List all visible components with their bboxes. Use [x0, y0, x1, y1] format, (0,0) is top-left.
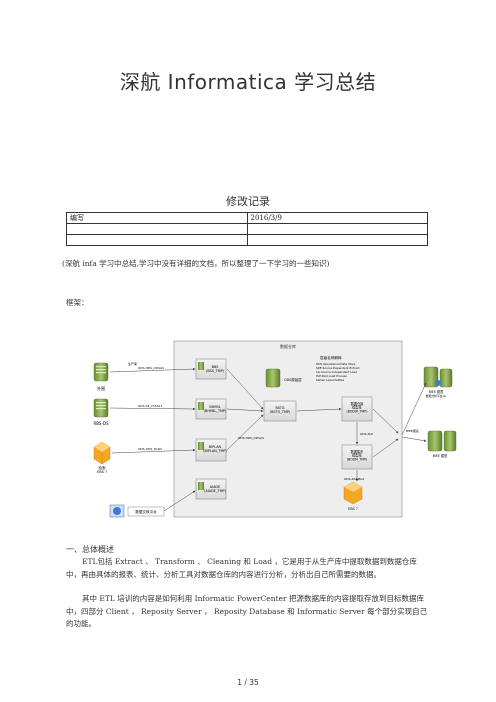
paragraph: 其中 ETL 培训的内容是如何利用 Informatic PowerCenter…	[66, 594, 428, 628]
tmp-box: BIPLAN(BIPLAN_TMP)	[195, 438, 227, 462]
flow-label: ODS-HRS_ODSAS	[138, 366, 164, 370]
dm-box: 数据集市模型库(BODM_TMP)	[341, 444, 373, 470]
tmp-box: AIADE(AIADE_TMP)	[195, 478, 227, 500]
page-number: 1 / 35	[237, 678, 259, 687]
svg-text:BBS(BSS_TMP): BBS(BSS_TMP)	[206, 365, 225, 373]
tmp-box: BBS(BSS_TMP)	[195, 358, 227, 380]
flow-label: ODS-RASMAX	[344, 477, 364, 481]
svg-text:BIEE 报表: BIEE 报表	[429, 389, 444, 394]
svg-text:PLP:Post Load Process: PLP:Post Load Process	[316, 374, 347, 378]
flow-label: 生产库	[128, 361, 137, 366]
flow-label: ODS-PLP	[360, 432, 373, 436]
svg-text:ODS原始层: ODS原始层	[284, 377, 302, 382]
flow-label: BIEE报表	[406, 428, 419, 433]
ebs-cube-icon: EBS ?	[343, 481, 363, 511]
svg-text:层级名称解释: 层级名称解释	[320, 355, 342, 360]
document-note: (深航 infa 学习中总结,学习中没有详细的文档，所以整理了一下学习的一些知识…	[62, 259, 330, 268]
table-cell	[246, 223, 428, 235]
source-label: RBS-DS	[93, 421, 109, 426]
svg-text:BIPLAN(BIPLAN_TMP): BIPLAN(BIPLAN_TMP)	[203, 445, 227, 453]
document-title: 深航 Informatica 学习总结	[119, 70, 377, 94]
revision-record-heading: 修改记录	[226, 195, 270, 208]
svg-text:EBS ?: EBS ?	[348, 507, 358, 511]
revision-table: 编写 2016/3/9	[66, 212, 428, 246]
table-row	[66, 234, 428, 246]
biee-report-server: BIEE 报表 数据分析平台(s)	[423, 366, 453, 398]
data-exchange-portal-icon	[109, 504, 125, 518]
table-cell	[66, 234, 248, 246]
svg-text:AIADE(AIADE_TMP): AIADE(AIADE_TMP)	[204, 485, 226, 493]
svg-text:SDE:Source Dependent Extract: SDE:Source Dependent Extract	[316, 366, 360, 370]
portal-label: 数据交换平台	[135, 509, 157, 514]
ods-layer-box: ODS原始层	[265, 368, 302, 388]
table-cell	[66, 223, 248, 235]
flow-arrows	[109, 367, 427, 512]
svg-text:数据仓库模型库(BODW_TMP): 数据仓库模型库(BODW_TMP)	[347, 401, 368, 413]
flow-label: ODS-SE_CTAS11	[138, 404, 163, 408]
svg-text:ODS:Operational Data Store: ODS:Operational Data Store	[316, 362, 356, 366]
source-ext-server	[93, 362, 109, 382]
source-rbs-server	[93, 398, 109, 418]
svg-text:BSTG(BSTG_TMP): BSTG(BSTG_TMP)	[270, 406, 291, 414]
paragraph: ETL包括 Extract 、 Transform 、 Cleaning 和 L…	[66, 557, 417, 579]
edw-box: 数据仓库模型库(BODW_TMP)	[341, 396, 373, 422]
source-cube-icon	[93, 441, 111, 465]
tmp-box: BHEBL(BHEBL_TMP)	[195, 398, 227, 420]
table-cell	[246, 234, 428, 246]
table-row: 编写 2016/3/9	[66, 212, 428, 224]
svg-text:数据集市模型库(BODM_TMP): 数据集市模型库(BODM_TMP)	[347, 449, 368, 461]
biee-model-server: BIEE 模型	[427, 430, 457, 458]
flow-label: ODS-HRS_ODSAS	[238, 436, 264, 440]
bstg-box: BSTG(BSTG_TMP)	[263, 400, 297, 422]
svg-text:BHEBL(BHEBL_TMP): BHEBL(BHEBL_TMP)	[204, 405, 227, 413]
flow-label: ODS-ODS_PLAN	[138, 447, 162, 451]
framework-label: 框架：	[66, 298, 89, 307]
table-cell: 编写	[66, 212, 248, 224]
svg-text:SIL:Source Independent Load: SIL:Source Independent Load	[316, 370, 357, 374]
layer-legend: 层级名称解释 ODS:Operational Data Store SDE:So…	[316, 355, 360, 382]
table-row	[66, 223, 428, 235]
source-label: 外围	[97, 385, 105, 391]
svg-text:数据分析平台(s): 数据分析平台(s)	[426, 394, 446, 398]
table-cell: 2016/3/9	[246, 212, 428, 224]
svg-text:BIEE 模型: BIEE 模型	[433, 453, 448, 458]
section-heading: 一、总体概述	[66, 545, 114, 554]
svg-text:Kalilen Level Kettles: Kalilen Level Kettles	[316, 378, 345, 382]
warehouse-label: 数据仓库	[280, 343, 296, 349]
